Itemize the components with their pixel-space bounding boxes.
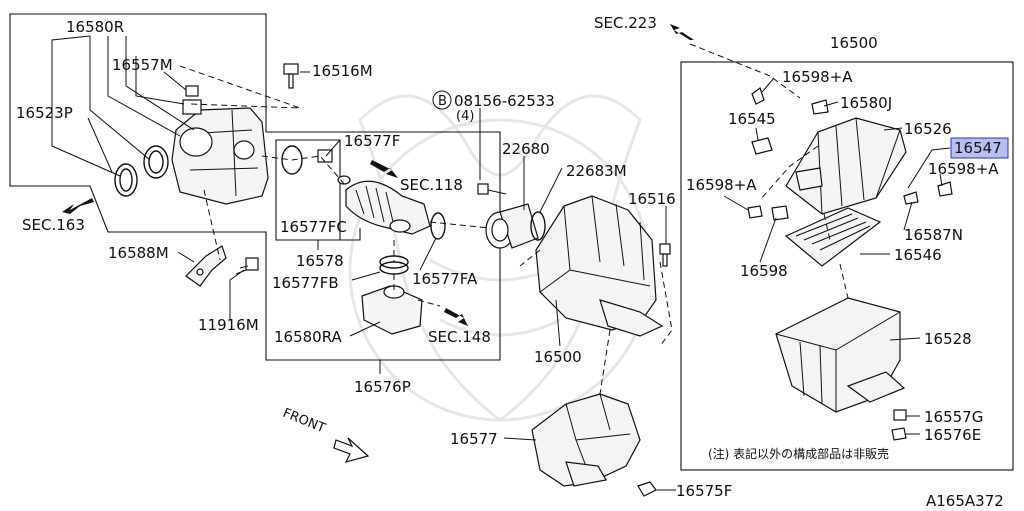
lower-case-16528 bbox=[775, 297, 906, 413]
duct-cover-16577 bbox=[531, 393, 641, 487]
clip-16598A-top bbox=[751, 87, 765, 105]
label-16545[interactable]: 16545 bbox=[728, 110, 776, 128]
air-duct-16578 bbox=[337, 175, 431, 235]
diagram-id: A165A372 bbox=[926, 492, 1004, 510]
label-16577FC[interactable]: 16577FC bbox=[280, 218, 347, 236]
resonator-housing-part bbox=[171, 107, 269, 205]
upper-cover-16526 bbox=[785, 117, 907, 215]
label-16528[interactable]: 16528 bbox=[924, 330, 972, 348]
label-22680[interactable]: 22680 bbox=[502, 140, 550, 158]
label-16580R[interactable]: 16580R bbox=[66, 18, 124, 36]
group-box-16580R bbox=[9, 13, 501, 361]
seal-ring-22683M bbox=[530, 211, 546, 241]
front-arrow bbox=[333, 437, 370, 463]
label-16577F[interactable]: 16577F bbox=[344, 132, 400, 150]
label-16576E[interactable]: 16576E bbox=[924, 426, 981, 444]
label-sec118[interactable]: SEC.118 bbox=[400, 176, 463, 194]
label-16598[interactable]: 16598 bbox=[740, 262, 788, 280]
highlight-16547 bbox=[950, 137, 1009, 159]
bolt-08156 bbox=[477, 183, 507, 195]
label-11916M[interactable]: 11916M bbox=[198, 316, 259, 334]
label-16557M[interactable]: 16557M bbox=[112, 56, 173, 74]
label-16500-box[interactable]: 16500 bbox=[830, 34, 878, 52]
label-16587N[interactable]: 16587N bbox=[904, 226, 963, 244]
label-16526[interactable]: 16526 bbox=[904, 120, 952, 138]
label-08156-62533[interactable]: 08156-62533 bbox=[454, 92, 555, 110]
clip-16587N bbox=[903, 191, 919, 205]
group-box-16500 bbox=[680, 61, 1014, 471]
label-16577FA[interactable]: 16577FA bbox=[412, 270, 478, 288]
label-bolt-qty: (4) bbox=[456, 109, 474, 124]
label-16500-center[interactable]: 16500 bbox=[534, 348, 582, 366]
seal-16545 bbox=[751, 137, 773, 155]
label-front: FRONT bbox=[281, 406, 328, 437]
clip-16576E bbox=[891, 427, 907, 441]
label-16580J[interactable]: 16580J bbox=[840, 94, 892, 112]
label-16598A-left[interactable]: 16598+A bbox=[686, 176, 757, 194]
label-16516M[interactable]: 16516M bbox=[312, 62, 373, 80]
label-sec148[interactable]: SEC.148 bbox=[428, 328, 491, 346]
label-16588M[interactable]: 16588M bbox=[108, 244, 169, 262]
clip-16598A-right bbox=[937, 181, 953, 197]
label-16577[interactable]: 16577 bbox=[450, 430, 498, 448]
air-flow-meter-22680 bbox=[485, 203, 539, 249]
label-16547[interactable]: 16547 bbox=[954, 139, 1002, 157]
bolt-11916M bbox=[235, 257, 259, 275]
label-16598A-top[interactable]: 16598+A bbox=[782, 68, 853, 86]
clip-16575F bbox=[637, 481, 657, 497]
bolt-circle-letter: B bbox=[438, 94, 447, 109]
clip-16598 bbox=[771, 205, 789, 221]
bolt-16516M bbox=[283, 63, 299, 89]
label-16557G[interactable]: 16557G bbox=[924, 408, 983, 426]
grommet-16557G bbox=[893, 409, 907, 421]
bracket-16588M bbox=[185, 245, 227, 287]
leader-lines bbox=[51, 35, 951, 491]
label-16577FB[interactable]: 16577FB bbox=[272, 274, 339, 292]
label-16580RA[interactable]: 16580RA bbox=[274, 328, 343, 346]
label-16546[interactable]: 16546 bbox=[894, 246, 942, 264]
label-22683M[interactable]: 22683M bbox=[566, 162, 627, 180]
grommet-16557M bbox=[182, 85, 202, 115]
label-sec223[interactable]: SEC.223 bbox=[594, 14, 657, 32]
hose-clamp-16523P bbox=[114, 145, 169, 197]
label-16578[interactable]: 16578 bbox=[296, 252, 344, 270]
label-16576P[interactable]: 16576P bbox=[354, 378, 411, 396]
bolt-16516 bbox=[659, 243, 671, 267]
label-16516[interactable]: 16516 bbox=[628, 190, 676, 208]
label-16598A-right[interactable]: 16598+A bbox=[928, 160, 999, 178]
label-sec163[interactable]: SEC.163 bbox=[22, 216, 85, 234]
sec-arrows bbox=[62, 24, 694, 326]
label-16575F[interactable]: 16575F bbox=[676, 482, 732, 500]
group-box-16577F-inner bbox=[276, 228, 361, 241]
clip-16598A-left bbox=[747, 205, 763, 219]
hose-clamp-16577FA bbox=[430, 212, 446, 240]
clip-16580J bbox=[811, 99, 829, 115]
label-16523P[interactable]: 16523P bbox=[16, 104, 73, 122]
hose-clamp-16577F bbox=[281, 145, 333, 175]
note-text: (注) 表記以外の構成部品は非販売 bbox=[708, 446, 889, 461]
bolt-circle-mark bbox=[432, 90, 452, 110]
air-filter-element-16546 bbox=[784, 207, 882, 267]
air-cleaner-assembly-center bbox=[535, 195, 664, 337]
resonator-16580RA bbox=[361, 285, 423, 335]
dashed-assembly-lines bbox=[179, 43, 849, 395]
